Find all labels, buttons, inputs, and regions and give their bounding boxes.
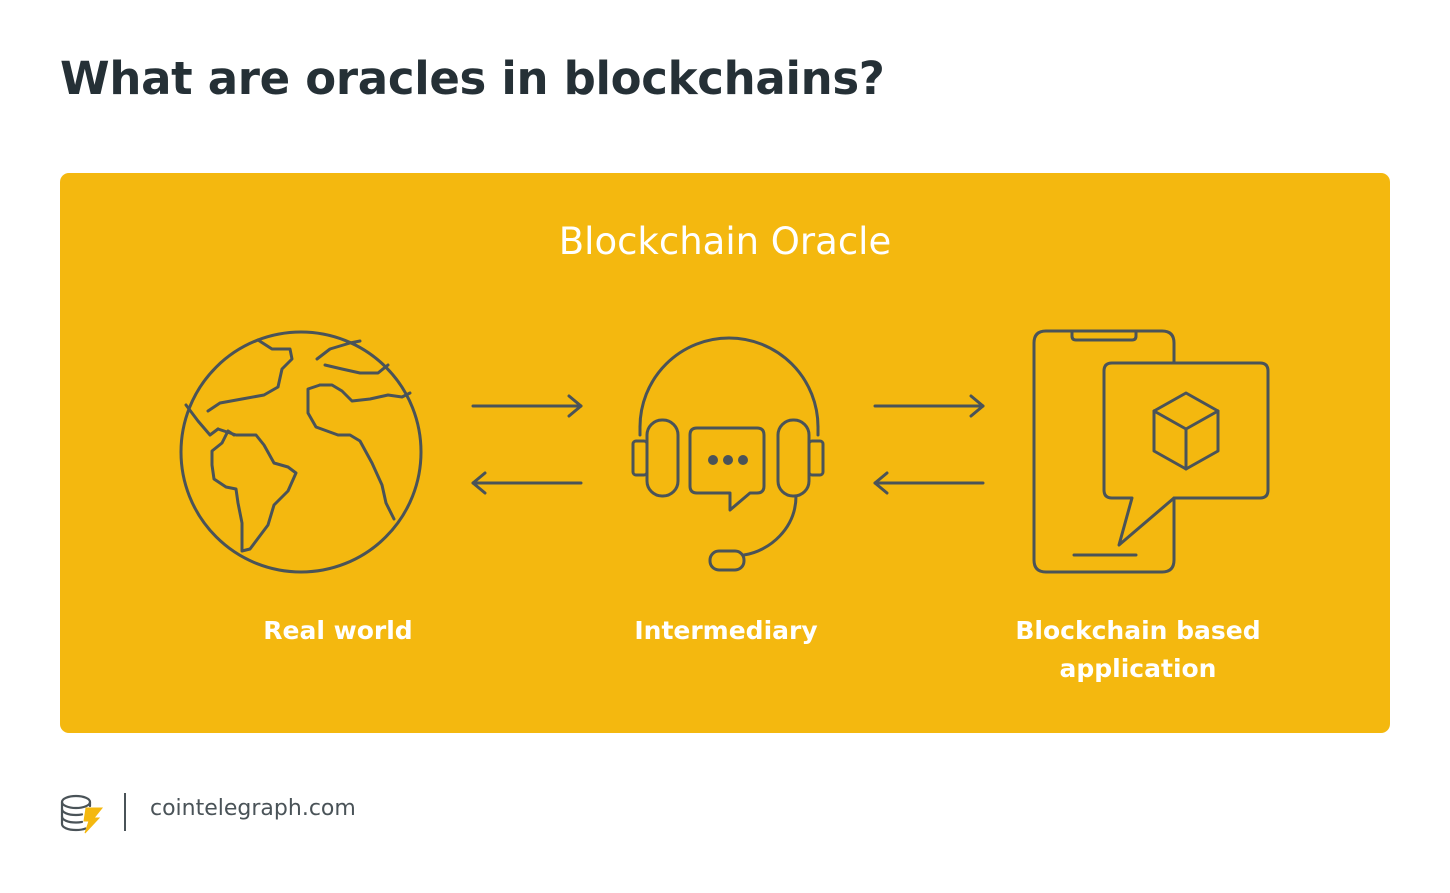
node-label-intermediary: Intermediary	[634, 616, 818, 645]
two-way-arrows-left	[471, 394, 583, 495]
phone-block-icon	[1032, 329, 1270, 574]
headset-chat-icon	[631, 336, 825, 572]
footer-site-link[interactable]: cointelegraph.com	[150, 796, 356, 821]
two-way-arrows-right	[873, 394, 985, 495]
footer-divider	[124, 793, 126, 831]
panel-title: Blockchain Oracle	[558, 220, 892, 263]
page-title: What are oracles in blockchains?	[60, 52, 885, 105]
oracle-diagram-panel: Blockchain Oracle	[60, 173, 1390, 733]
node-label-real-world: Real world	[263, 616, 413, 645]
footer: cointelegraph.com	[58, 790, 458, 834]
diagram-graphics	[179, 329, 1270, 574]
node-label-blockchain-application: Blockchain based application	[1015, 616, 1261, 683]
globe-icon	[179, 330, 423, 574]
cointelegraph-logo-icon	[60, 794, 104, 834]
